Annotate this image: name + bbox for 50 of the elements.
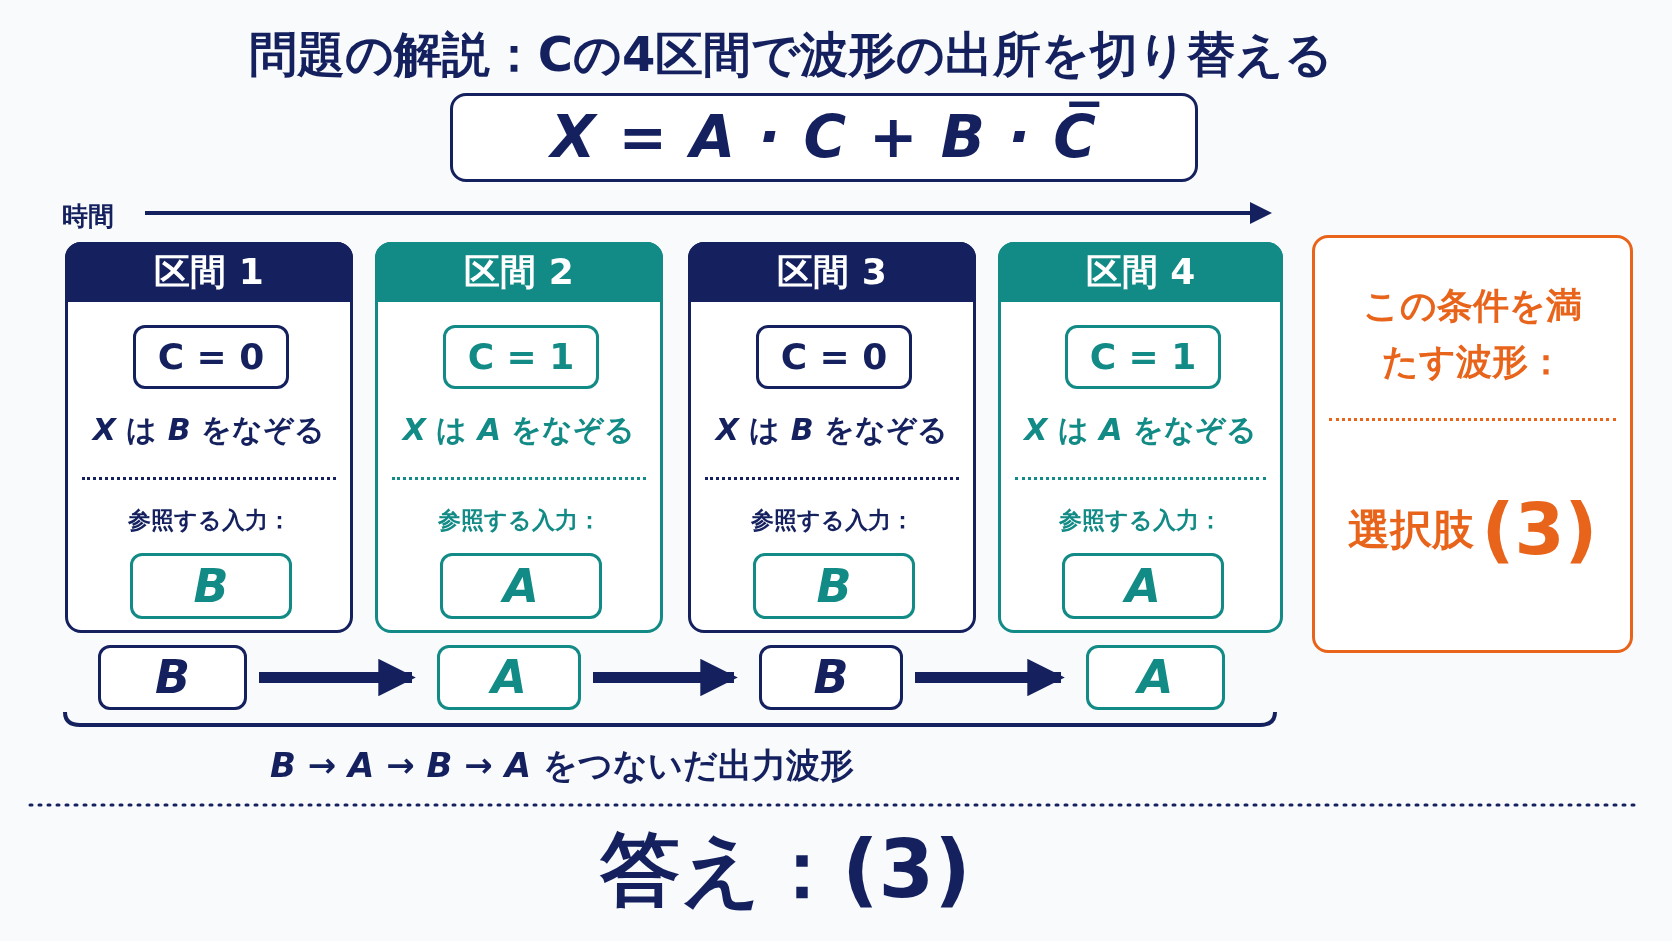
time-label: 時間 <box>62 200 114 233</box>
section-heading: 区間 2 <box>464 250 574 294</box>
section-heading: 区間 1 <box>154 250 264 294</box>
waveform-box <box>98 645 247 710</box>
input-box <box>440 553 602 619</box>
input-caption: 参照する入力： <box>126 506 292 535</box>
condition: C = 1 <box>467 335 575 379</box>
answer: 答え：(3) <box>600 822 971 918</box>
input-box <box>753 553 915 619</box>
arrow <box>593 658 738 697</box>
card-text: X は A をなぞる <box>400 411 637 449</box>
input-caption: 参照する入力： <box>436 506 602 535</box>
condition-box <box>756 325 912 389</box>
formula: X = A · C + B · C̅ <box>550 100 1098 173</box>
section-heading: 区間 3 <box>777 250 887 294</box>
input-caption: 参照する入力： <box>749 506 915 535</box>
signal-letter: B <box>154 649 191 706</box>
card-text: X は B をなぞる <box>713 411 950 449</box>
condition-box <box>133 325 289 389</box>
input-box <box>1062 553 1224 619</box>
condition: C = 0 <box>157 335 265 379</box>
title: 問題の解説：Cの4区間で波形の出所を切り替える <box>247 25 1335 84</box>
arrow <box>259 658 416 697</box>
result-caption: この条件を満たす波形： <box>1362 284 1583 384</box>
signal-letter: A <box>1137 649 1174 706</box>
signal-letter: B <box>816 557 852 615</box>
section-card <box>65 242 353 633</box>
condition-box <box>1065 325 1221 389</box>
section-heading: 区間 4 <box>1085 250 1196 294</box>
signal-letter: B <box>193 557 229 615</box>
card-text: X は A をなぞる <box>1022 411 1258 449</box>
section-card <box>998 242 1283 633</box>
sequence-caption: B → A → B → A をつないだ出力波形 <box>270 744 854 787</box>
waveform-box <box>437 645 581 710</box>
signal-letter: B <box>813 649 849 706</box>
choice-label: 選択肢 <box>1347 503 1474 556</box>
section-card <box>688 242 976 633</box>
input-box <box>130 553 292 619</box>
condition: C = 0 <box>780 335 888 379</box>
condition-box <box>443 325 599 389</box>
input-caption: 参照する入力： <box>1058 506 1223 535</box>
waveform-box <box>1086 645 1225 710</box>
arrow <box>915 658 1065 697</box>
choice-number: (3) <box>1481 493 1598 565</box>
waveform-box <box>759 645 903 710</box>
section-card <box>375 242 663 633</box>
result-box <box>1312 235 1633 653</box>
card-text: X は B をなぞる <box>90 411 327 449</box>
formula-box <box>450 93 1198 182</box>
condition: C = 1 <box>1089 335 1197 379</box>
